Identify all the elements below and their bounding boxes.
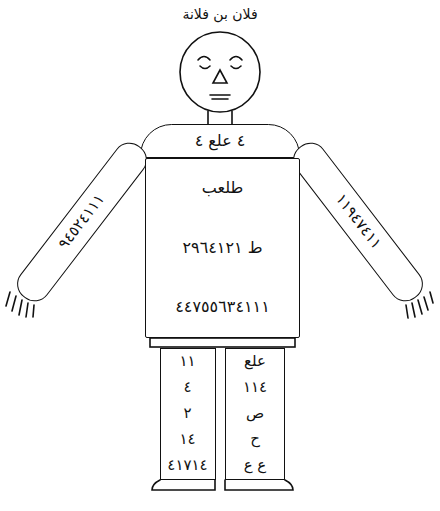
- node-text: ٤ علع ٤: [195, 132, 246, 150]
- node-text: طلعب: [202, 179, 243, 197]
- node-text: ص: [246, 405, 264, 422]
- left-arm: ٩٤٥٢٤١١١: [11, 136, 154, 307]
- node-text: ٤٤٧٥٥٦٣٤١١١: [175, 298, 270, 316]
- nose: [213, 70, 227, 83]
- head-circle: [180, 32, 260, 112]
- shoulder-band: ٤ علع ٤: [140, 124, 300, 158]
- right-leg: علع ١١٤ صح ع ع: [225, 348, 285, 480]
- node-text: ٤: [183, 379, 191, 396]
- right-arm: ١١٩٤٧٤١١: [287, 136, 430, 307]
- belt: [150, 338, 295, 347]
- left-foot: [152, 480, 215, 490]
- node-text: ١١٤: [243, 379, 267, 396]
- node-text: ٢: [183, 405, 191, 422]
- torso-box: طلعب ط ٢٩٦٤١٢١ ٤٤٧٥٥٦٣٤١١١: [145, 158, 300, 338]
- figure-lines: [6, 32, 433, 490]
- node-text: ١١٩٤٧٤١١: [332, 191, 385, 253]
- node-text: ٩٤٥٢٤١١١: [56, 191, 109, 253]
- right-foot: [225, 480, 293, 490]
- eyes: [200, 66, 241, 69]
- eyebrows: [198, 57, 242, 61]
- node-text: علع: [244, 353, 266, 370]
- node-text: ط ٢٩٦٤١٢١: [182, 239, 262, 257]
- node-text: ع ع: [244, 457, 267, 474]
- name-label: فلان بن فلانة: [182, 6, 257, 22]
- node-text: ح: [250, 431, 260, 448]
- node-text: ١٤: [179, 431, 195, 448]
- mouth: [210, 95, 230, 99]
- node-text: ٤١٧١٤: [167, 457, 207, 474]
- node-text: ١١: [179, 353, 195, 370]
- left-leg: ١١ ٤ ٢ ١٤ ٤١٧١٤: [160, 348, 216, 480]
